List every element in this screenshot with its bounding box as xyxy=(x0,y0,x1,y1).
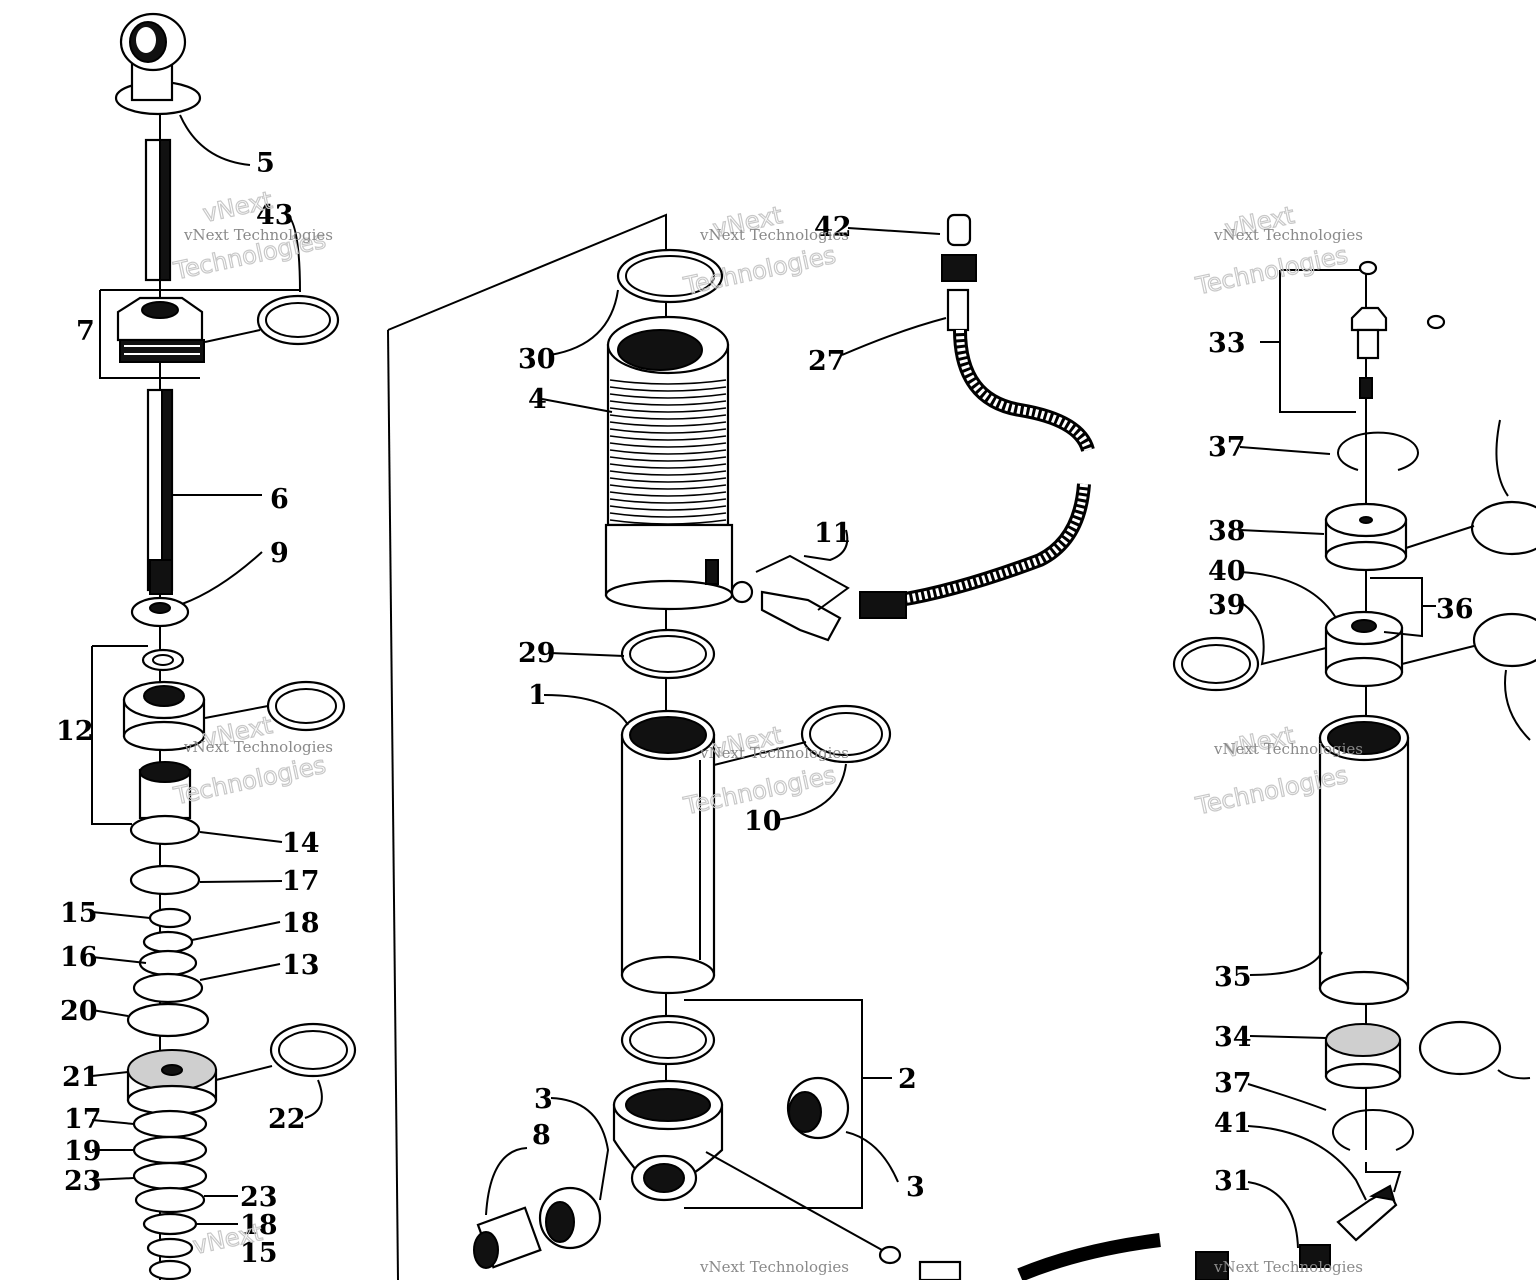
left-assembly xyxy=(91,12,357,1280)
callout-2: 2 xyxy=(898,1064,917,1095)
callout-3: 3 xyxy=(534,1084,553,1115)
callout-20: 20 xyxy=(60,996,98,1027)
callout-40: 40 xyxy=(1208,556,1246,587)
watermark-text: vNext Technologies xyxy=(1213,740,1363,758)
watermark-text: vNext Technologies xyxy=(699,744,849,762)
callout-30: 30 xyxy=(518,344,556,375)
watermarks: vNext Technologies vNext Technologies vN… xyxy=(170,185,1363,1276)
callout-35: 35 xyxy=(1214,962,1252,993)
callout-7: 7 xyxy=(76,316,95,347)
floating-piston-part xyxy=(1324,610,1404,688)
callout-31: 31 xyxy=(1214,1166,1252,1197)
callout-37: 37 xyxy=(1208,432,1246,463)
valve-body-part xyxy=(122,680,206,752)
callout-23-right: 23 xyxy=(240,1182,278,1213)
watermark-word: Technologies xyxy=(1193,241,1351,301)
callout-29: 29 xyxy=(518,638,556,669)
callout-13: 13 xyxy=(282,950,320,981)
callout-22: 22 xyxy=(268,1104,306,1135)
threaded-body-part xyxy=(604,315,734,611)
callout-5: 5 xyxy=(256,148,275,179)
piston-part xyxy=(126,1049,218,1116)
center-assembly xyxy=(387,213,1161,1280)
callout-6: 6 xyxy=(270,484,289,515)
reservoir-cap-part xyxy=(1324,502,1408,572)
o-ring-30 xyxy=(616,248,724,304)
right-assembly xyxy=(1172,260,1536,1280)
reservoir-endcap-part xyxy=(1324,1023,1402,1090)
watermark-text: vNext Technologies xyxy=(183,226,333,244)
eye-mount-part xyxy=(114,12,202,116)
callout-18: 18 xyxy=(282,908,320,939)
watermark-word: Technologies xyxy=(171,751,329,811)
watermark-text: vNext Technologies xyxy=(1213,226,1363,244)
callout-12: 12 xyxy=(56,716,94,747)
valve-stem-part xyxy=(1350,260,1446,399)
callout-3-right: 3 xyxy=(906,1172,925,1203)
callout-33: 33 xyxy=(1208,328,1246,359)
watermark-text: vNext Technologies xyxy=(1213,1258,1363,1276)
callout-23: 23 xyxy=(64,1166,102,1197)
callout-11: 11 xyxy=(814,518,852,549)
callout-4: 4 xyxy=(528,384,547,415)
callout-21: 21 xyxy=(62,1062,100,1093)
callout-14: 14 xyxy=(282,828,320,859)
callout-41: 41 xyxy=(1214,1108,1252,1139)
callout-16: 16 xyxy=(60,942,98,973)
seal-head-part xyxy=(116,296,205,363)
bottom-mount-part xyxy=(612,1079,724,1202)
callout-43: 43 xyxy=(256,200,294,231)
callout-8: 8 xyxy=(532,1120,551,1151)
callout-38: 38 xyxy=(1208,516,1246,547)
callout-9: 9 xyxy=(270,538,289,569)
watermark-text: vNext Technologies xyxy=(183,738,333,756)
watermark-word: Technologies xyxy=(681,241,839,301)
reservoir-body-part xyxy=(1318,714,1410,1006)
callout-34: 34 xyxy=(1214,1022,1252,1053)
callout-15: 15 xyxy=(60,898,98,929)
watermark-text: vNext Technologies xyxy=(699,1258,849,1276)
callout-10: 10 xyxy=(744,806,782,837)
callout-19: 19 xyxy=(64,1136,102,1167)
callout-15-lower: 15 xyxy=(240,1238,278,1269)
callout-37-lower: 37 xyxy=(1214,1068,1252,1099)
callout-labels: 5 43 7 6 9 12 14 17 15 18 16 13 20 21 22… xyxy=(56,148,1474,1269)
callout-17-lower: 17 xyxy=(64,1104,102,1135)
o-ring-43 xyxy=(256,294,340,346)
bushing-part xyxy=(473,1076,850,1269)
callout-1: 1 xyxy=(528,680,547,711)
callout-36: 36 xyxy=(1436,594,1474,625)
callout-39: 39 xyxy=(1208,590,1246,621)
cylinder-tube-part xyxy=(620,709,716,995)
watermark-text: vNext Technologies xyxy=(699,226,849,244)
callout-27: 27 xyxy=(808,346,846,377)
callout-18-lower: 18 xyxy=(240,1210,278,1241)
callout-42: 42 xyxy=(814,212,852,243)
callout-17: 17 xyxy=(282,866,320,897)
hose-assembly-part xyxy=(730,213,1095,642)
